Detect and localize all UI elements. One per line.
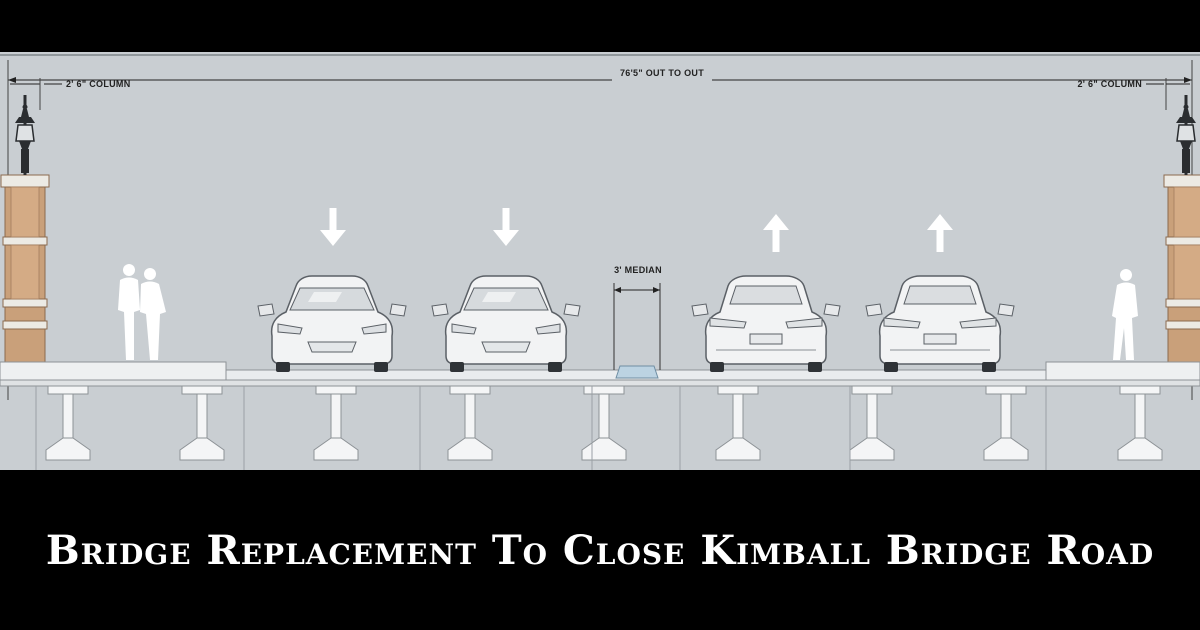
bridge-cross-section-diagram: 76'5" OUT TO OUT 2' 6" COLUMN 2' 6" COLU… — [0, 0, 1200, 470]
left-sidewalk — [0, 361, 227, 381]
pedestrian-couple-icon — [118, 264, 166, 360]
median-barrier — [615, 365, 659, 379]
deck-slab — [0, 379, 1200, 387]
right-sidewalk — [1045, 361, 1200, 381]
median-dimension — [613, 283, 661, 370]
overall-dimension-label: 76'5" OUT TO OUT — [620, 68, 704, 78]
right-column-dimension-label: 2' 6" COLUMN — [1077, 79, 1142, 89]
right-column — [1163, 174, 1200, 366]
pedestrian-icon — [1112, 269, 1138, 360]
top-black-band — [0, 0, 1200, 52]
span-dividers — [35, 386, 1047, 470]
left-column-dimension-label: 2' 6" COLUMN — [66, 79, 131, 89]
left-column-dimension — [10, 78, 62, 110]
headline-banner: Bridge Replacement To Close Kimball Brid… — [0, 470, 1200, 630]
median-dimension-label: 3' MEDIAN — [614, 265, 662, 275]
left-column — [0, 174, 50, 366]
headline: Bridge Replacement To Close Kimball Brid… — [45, 526, 1155, 574]
right-column-dimension — [1146, 78, 1190, 110]
